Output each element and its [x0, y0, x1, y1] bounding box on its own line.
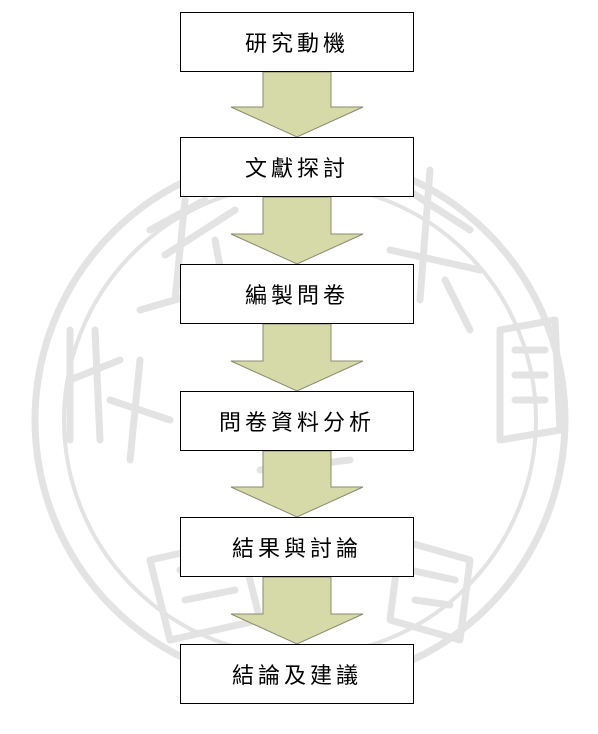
down-arrow-4: [230, 450, 364, 518]
step-label: 研究動機: [244, 32, 349, 57]
step-label: 結論及建議: [231, 664, 362, 689]
down-arrow-3: [230, 323, 364, 392]
step-label: 問卷資料分析: [218, 411, 375, 436]
step-label: 編製問卷: [244, 284, 349, 309]
step-results-discussion: 結果與討論: [180, 517, 414, 577]
step-questionnaire-analysis: 問卷資料分析: [180, 391, 414, 451]
step-conclusion-suggestions: 結論及建議: [180, 644, 414, 704]
step-literature-review: 文獻探討: [180, 137, 414, 197]
down-arrow-1: [230, 71, 364, 138]
step-questionnaire-design: 編製問卷: [180, 264, 414, 324]
down-arrow-2: [230, 196, 364, 265]
step-label: 文獻探討: [244, 157, 349, 182]
step-research-motivation: 研究動機: [180, 12, 414, 72]
down-arrow-5: [230, 576, 364, 645]
step-label: 結果與討論: [231, 537, 362, 562]
